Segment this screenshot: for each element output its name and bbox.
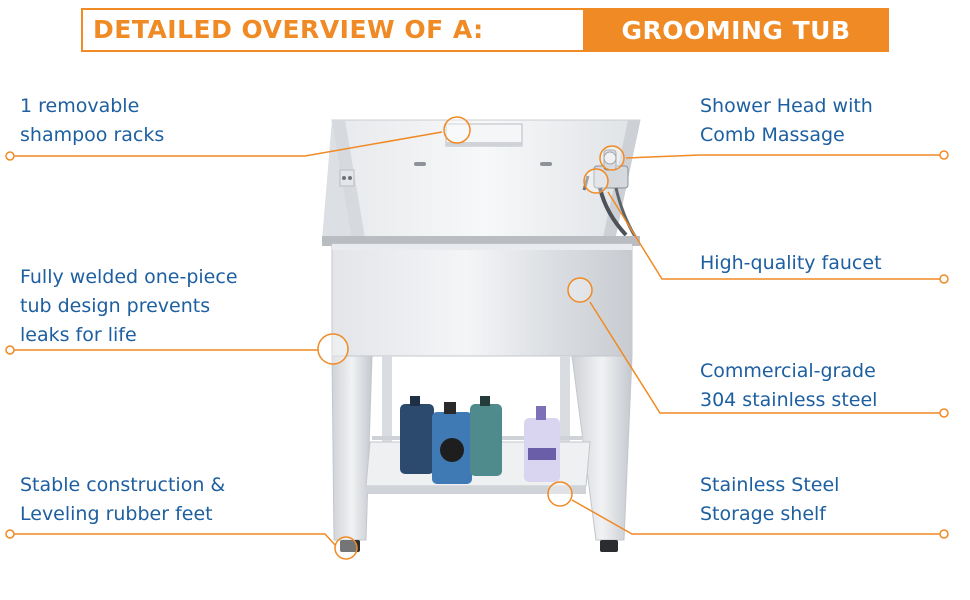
tub-basin (322, 236, 640, 357)
callout-leaders (5, 116, 949, 560)
title-banner: DETAILED OVERVIEW OF A: GROOMING TUB (81, 8, 889, 52)
callout-shelf-line2: Storage shelf (700, 503, 826, 525)
callout-feet-line2: Leveling rubber feet (20, 503, 213, 525)
callout-leveling-feet: Stable construction & Leveling rubber fe… (20, 471, 225, 529)
callout-welded-tub: Fully welded one-piece tub design preven… (20, 263, 238, 350)
callout-shower-line2: Comb Massage (700, 124, 845, 146)
title-highlight: GROOMING TUB (583, 8, 889, 52)
callout-faucet-line1: High-quality faucet (700, 252, 882, 274)
rubber-feet (340, 540, 618, 552)
callout-shower-line1: Shower Head with (700, 95, 873, 117)
callout-welded-line1: Fully welded one-piece (20, 266, 238, 288)
wall-hooks (414, 162, 552, 166)
callout-shampoo-line1: 1 removable (20, 95, 140, 117)
callout-shampoo-line2: shampoo racks (20, 124, 165, 146)
callout-stainless-steel: Commercial-grade 304 stainless steel (700, 357, 877, 415)
callout-welded-line3: leaks for life (20, 324, 137, 346)
side-controls (339, 169, 355, 187)
callout-steel-line1: Commercial-grade (700, 360, 876, 382)
tub-legs (331, 355, 633, 541)
callout-steel-line2: 304 stainless steel (700, 389, 878, 411)
callout-shampoo-racks: 1 removable shampoo racks (20, 92, 164, 150)
callout-shelf-line1: Stainless Steel (700, 474, 840, 496)
callout-shower-head: Shower Head with Comb Massage (700, 92, 873, 150)
callout-storage-shelf: Stainless Steel Storage shelf (700, 471, 839, 529)
shampoo-bottles (400, 396, 560, 484)
callout-faucet: High-quality faucet (700, 249, 882, 278)
callout-welded-line2: tub design prevents (20, 295, 211, 317)
callout-feet-line1: Stable construction & (20, 474, 226, 496)
title-prefix: DETAILED OVERVIEW OF A: (93, 15, 484, 44)
